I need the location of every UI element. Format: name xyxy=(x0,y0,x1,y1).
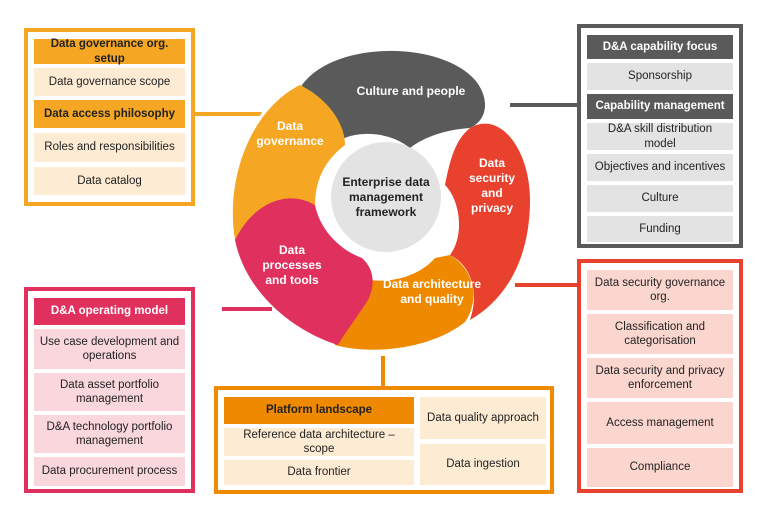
sponsorship-item: Sponsorship xyxy=(587,63,733,90)
processes-label-2: processes xyxy=(262,258,322,272)
processes-segment xyxy=(235,197,373,345)
security-label-1: Data xyxy=(479,156,505,170)
governance-scope-item: Data governance scope xyxy=(34,68,185,96)
processes-label-3: and tools xyxy=(265,273,319,287)
governance-panel: Data governance org. setup Data governan… xyxy=(24,28,195,206)
technology-portfolio-item: D&A technology portfolio management xyxy=(34,415,185,453)
skill-distribution-item: D&A skill distribution model xyxy=(587,123,733,150)
architecture-label-1: Data architecture xyxy=(383,277,481,291)
center-line3: framework xyxy=(356,205,417,219)
center-circle xyxy=(331,142,441,252)
culture-segment xyxy=(300,50,486,148)
architecture-label-2: and quality xyxy=(400,292,464,306)
compliance-item: Compliance xyxy=(587,448,733,487)
operating-model-header: D&A operating model xyxy=(34,298,185,325)
use-case-item: Use case development and operations xyxy=(34,329,185,369)
culture-label: Culture and people xyxy=(357,84,466,98)
classification-item: Classification and categorisation xyxy=(587,314,733,354)
capability-connector xyxy=(510,103,580,107)
capability-management-header: Capability management xyxy=(587,94,733,119)
security-governance-item: Data security governance org. xyxy=(587,270,733,310)
security-label-2: security xyxy=(469,171,515,185)
center-line2: management xyxy=(349,190,423,204)
platform-connector xyxy=(381,356,385,388)
data-frontier-item: Data frontier xyxy=(224,460,414,485)
security-panel: Data security governance org. Classifica… xyxy=(577,259,743,493)
capability-panel: D&A capability focus Sponsorship Capabil… xyxy=(577,24,743,248)
data-catalog-item: Data catalog xyxy=(34,167,185,195)
operating-panel: D&A operating model Use case development… xyxy=(24,287,195,493)
security-label-4: privacy xyxy=(471,201,513,215)
data-ingestion-item: Data ingestion xyxy=(420,444,546,485)
processes-label-1: Data xyxy=(279,243,305,257)
architecture-segment xyxy=(332,255,474,350)
security-label-3: and xyxy=(481,186,502,200)
governance-org-setup-header: Data governance org. setup xyxy=(34,38,185,65)
roles-item: Roles and responsibilities xyxy=(34,133,185,162)
asset-portfolio-item: Data asset portfolio management xyxy=(34,373,185,411)
governance-segment xyxy=(232,85,345,240)
funding-item: Funding xyxy=(587,216,733,242)
quality-approach-item: Data quality approach xyxy=(420,397,546,439)
enforcement-item: Data security and privacy enforcement xyxy=(587,358,733,398)
access-philosophy-header: Data access philosophy xyxy=(34,100,185,128)
operating-connector xyxy=(222,307,272,311)
security-connector xyxy=(515,283,581,287)
access-management-item: Access management xyxy=(587,402,733,444)
capability-focus-header: D&A capability focus xyxy=(587,35,733,59)
center-line1: Enterprise data xyxy=(342,175,430,189)
platform-panel: Platform landscape Reference data archit… xyxy=(214,386,554,494)
security-segment xyxy=(445,123,530,320)
objectives-item: Objectives and incentives xyxy=(587,154,733,181)
governance-label-1: Data xyxy=(277,119,303,133)
culture-item: Culture xyxy=(587,185,733,212)
reference-architecture-item: Reference data architecture – scope xyxy=(224,428,414,456)
governance-connector xyxy=(192,112,262,116)
procurement-item: Data procurement process xyxy=(34,457,185,486)
governance-label-2: governance xyxy=(256,134,324,148)
platform-landscape-header: Platform landscape xyxy=(224,397,414,424)
